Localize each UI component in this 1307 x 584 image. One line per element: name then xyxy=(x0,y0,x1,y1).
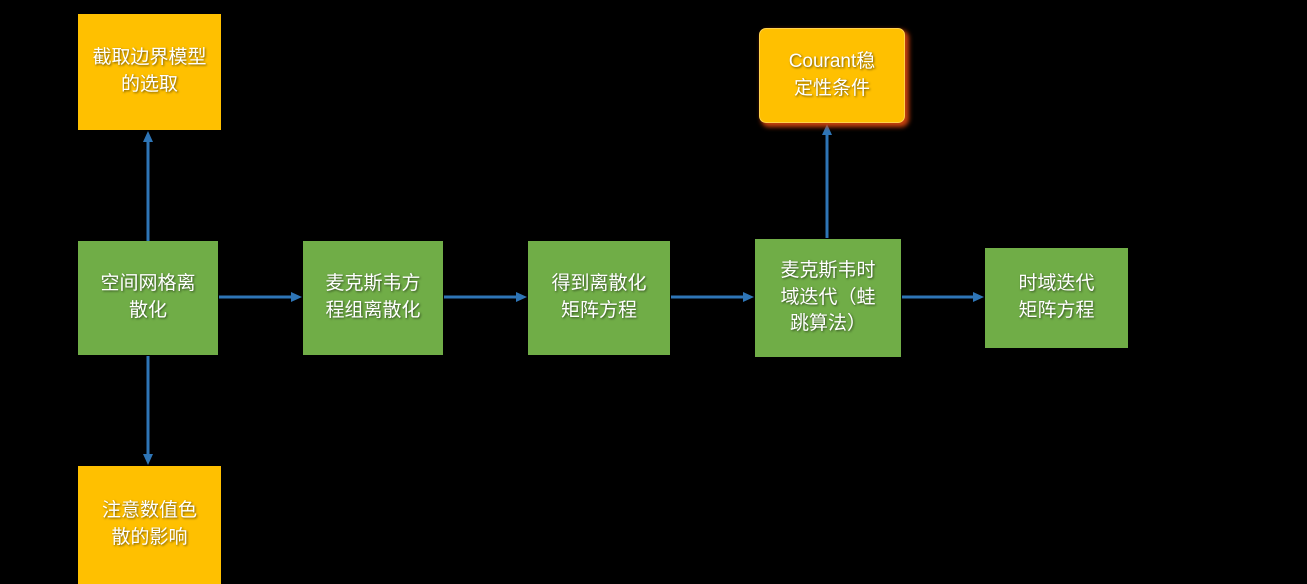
node-maxwell-time-iteration: 麦克斯韦时 域迭代（蛙 跳算法） xyxy=(755,239,901,357)
node-boundary-model-selection: 截取边界模型 的选取 xyxy=(78,14,221,130)
node-courant-stability-condition: Courant稳 定性条件 xyxy=(759,28,905,123)
node-spatial-grid-discretization: 空间网格离 散化 xyxy=(78,241,218,355)
node-discretized-matrix-equation: 得到离散化 矩阵方程 xyxy=(528,241,670,355)
node-time-domain-matrix-equation: 时域迭代 矩阵方程 xyxy=(985,248,1128,348)
node-maxwell-equations-discretization: 麦克斯韦方 程组离散化 xyxy=(303,241,443,355)
node-numerical-dispersion: 注意数值色 散的影响 xyxy=(78,466,221,584)
